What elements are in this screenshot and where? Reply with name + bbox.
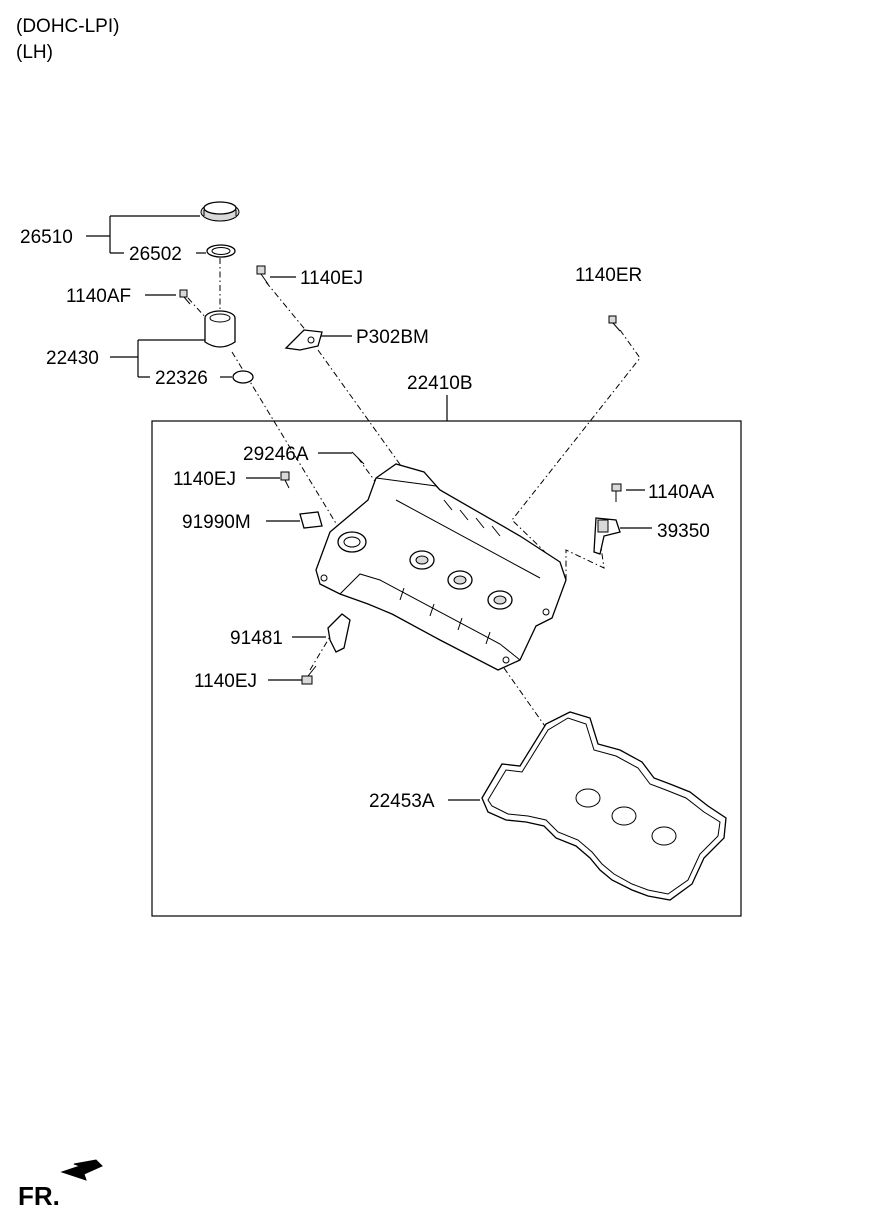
bolt-1140ej-low (301, 665, 317, 685)
cap-seal-ring (206, 244, 236, 258)
label-26502: 26502 (129, 244, 182, 265)
bolt-1140ej-top (256, 265, 269, 285)
cover-gasket (481, 711, 727, 901)
leader-22430 (110, 339, 206, 378)
cylinder-head-cover (315, 463, 567, 671)
bolt-1140ej-mid (280, 471, 290, 489)
oil-filler-cap (200, 201, 240, 222)
label-1140ej-mid: 1140EJ (173, 469, 236, 490)
label-1140ej-low: 1140EJ (194, 671, 257, 692)
label-91990m: 91990M (182, 512, 251, 533)
label-22453a: 22453A (369, 791, 435, 812)
bracket-91481 (327, 613, 351, 653)
label-22326: 22326 (155, 368, 208, 389)
label-29246a: 29246A (243, 444, 309, 465)
bolt-1140af (179, 289, 191, 305)
label-1140af: 1140AF (66, 286, 131, 307)
cam-position-sensor (593, 517, 621, 555)
label-91481: 91481 (230, 628, 283, 649)
dash-sensor (565, 539, 605, 580)
label-p302bm: P302BM (356, 327, 429, 348)
label-26510: 26510 (20, 227, 73, 248)
label-22410b: 22410B (407, 373, 473, 394)
bracket-91990m (299, 511, 323, 529)
bolt-1140aa (611, 483, 622, 502)
dash-1140er (511, 329, 641, 553)
label-1140ej-top: 1140EJ (300, 268, 363, 289)
side-label: (LH) (16, 42, 53, 63)
bolt-1140er (608, 315, 621, 332)
oil-filler-tube (204, 310, 236, 348)
label-39350: 39350 (657, 521, 710, 542)
o-ring-22326 (232, 370, 254, 384)
dash-91481 (309, 619, 341, 671)
pin-29246a (351, 451, 365, 465)
label-1140er: 1140ER (575, 265, 642, 286)
dash-filler-to-cover (231, 351, 341, 531)
label-1140aa: 1140AA (648, 482, 715, 503)
front-arrow-icon (60, 1159, 103, 1181)
bracket-p302bm (284, 329, 323, 351)
dash-1140af (187, 297, 207, 319)
dash-1140ej-top (265, 281, 405, 471)
front-direction-label: FR. (18, 1181, 60, 1211)
leader-26510 (86, 215, 200, 254)
engine-variant-label: (DOHC-LPI) (16, 16, 120, 37)
label-22430: 22430 (46, 348, 99, 369)
